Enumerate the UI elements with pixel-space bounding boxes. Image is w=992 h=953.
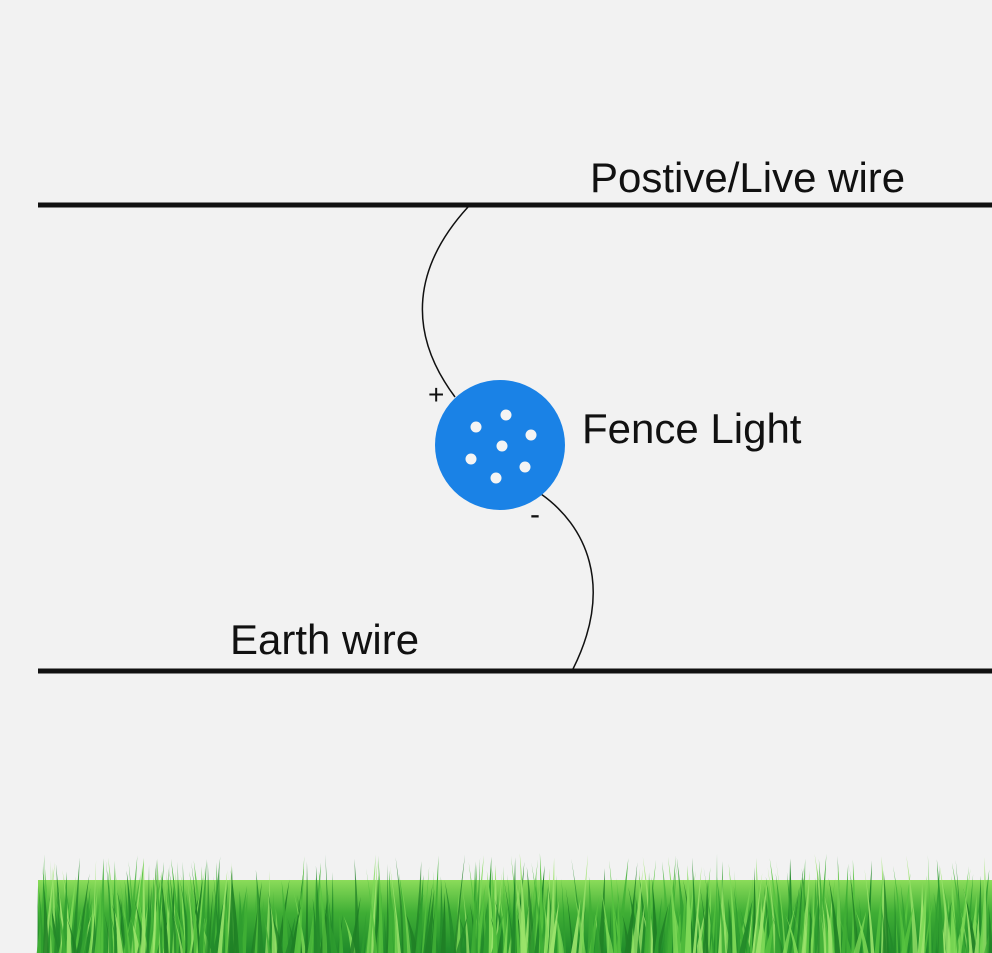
grass-icon [36,853,992,953]
fence-light-label: Fence Light [582,405,802,452]
earth-wire-label: Earth wire [230,616,419,663]
positive-lead [421,206,469,398]
live-wire-label: Postive/Live wire [590,154,905,201]
negative-symbol: - [530,498,540,531]
positive-symbol: + [428,379,444,410]
led-light-icon [435,380,565,510]
negative-lead [540,493,594,670]
